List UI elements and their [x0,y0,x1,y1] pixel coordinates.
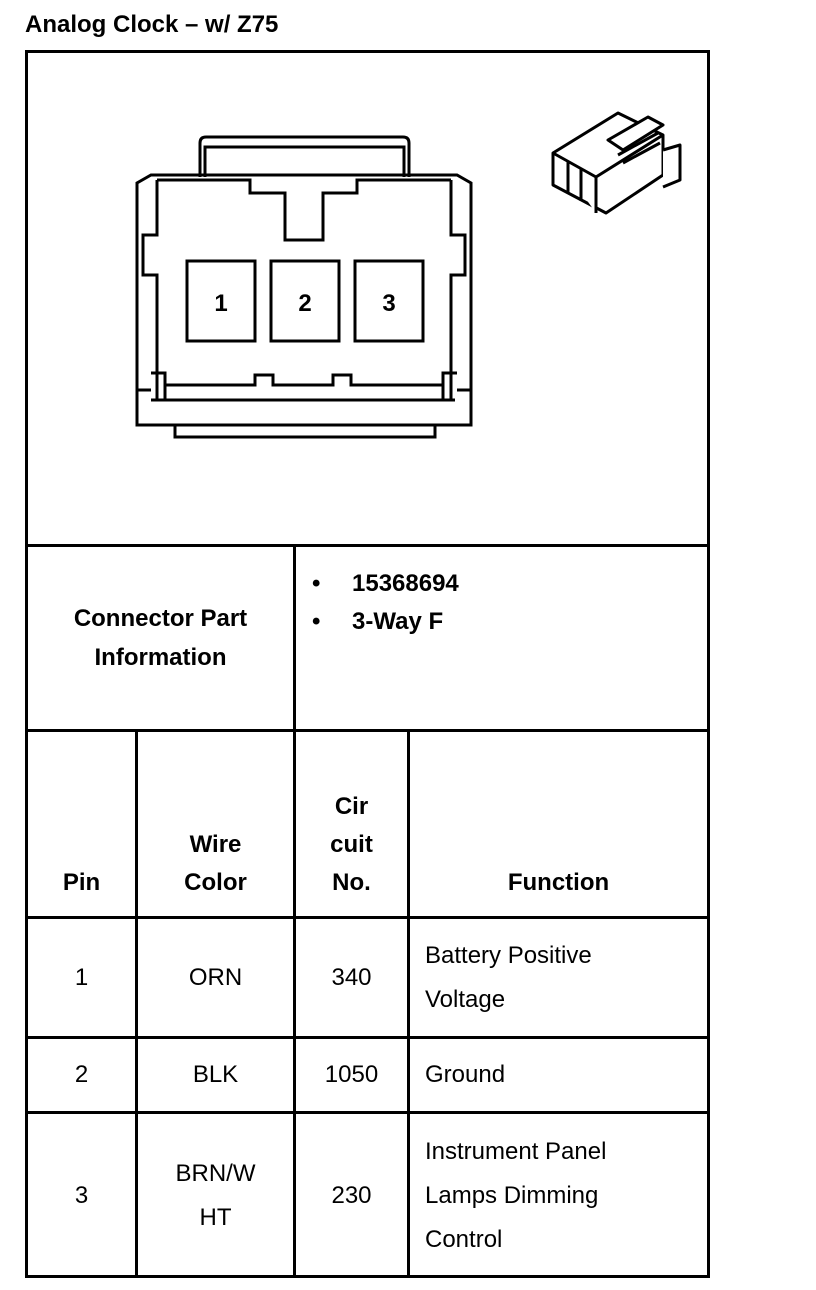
connector-3d-icon [551,111,682,215]
pin-value: 3 [74,1182,89,1209]
function-line: Battery Positive [425,941,592,969]
cavity-label-2: 2 [298,290,311,317]
header-circuit-line1: Cir [334,793,369,820]
circuit-value: 230 [331,1182,372,1209]
table-row-1-wire: ORN [138,919,293,1036]
part-info-label: Connector Part Information [73,605,248,671]
table-row-3-function: Instrument Panel Lamps Dimming Control [410,1114,707,1278]
header-wire-color-line2: Color [184,869,247,896]
table-row-3-pin: 3 [28,1114,135,1278]
wire-color-value: BLK [192,1061,239,1088]
page-title: Analog Clock – w/ Z75 [25,11,279,38]
connector-face-diagram: 1 2 3 [135,135,473,439]
part-info-label-cell: Connector Part Information [28,547,293,729]
wire-color-value: ORN [188,963,243,991]
header-wire-color-line1: Wire [189,831,242,858]
divider-below-diagram [25,544,710,547]
table-row-3-circuit: 230 [296,1114,407,1278]
divider-col-wire [293,729,296,1278]
pin-value: 2 [74,1061,89,1088]
header-circuit-line2: cuit [330,831,373,858]
table-row-2-wire: BLK [138,1039,293,1111]
header-function: Function [507,869,610,896]
function-line: Control [425,1226,503,1253]
connector-type: 3-Way F [352,608,444,635]
function-line: Lamps Dimming [425,1182,599,1209]
wire-color-value: BRN/W [175,1160,256,1187]
divider-below-row-2 [25,1111,710,1114]
cavity-label-3: 3 [382,290,395,317]
wire-color-value-cont: HT [199,1204,232,1231]
circuit-value: 340 [331,963,372,991]
header-wire-color-cell: Wire Color [138,732,293,916]
header-function-cell: Function [410,732,707,916]
header-circuit-cell: Cir cuit No. [296,732,407,916]
table-row-3-wire: BRN/W HT [138,1114,293,1278]
divider-col-pin [135,729,138,1278]
table-row-2-circuit: 1050 [296,1039,407,1111]
connector-table-frame [25,50,710,1278]
divider-below-header [25,916,710,919]
list-item: •3-Way F [312,608,444,635]
part-number: 15368694 [352,570,459,597]
divider-part-info [293,544,296,732]
table-row-1-pin: 1 [28,919,135,1036]
function-line: Ground [425,1061,506,1088]
header-pin-cell: Pin [28,732,135,916]
part-info-list: •15368694 •3-Way F [312,565,459,641]
table-row-2-function: Ground [410,1039,707,1111]
divider-col-circuit [407,729,410,1278]
header-pin: Pin [62,869,101,896]
table-row-1-function: Battery Positive Voltage [410,919,707,1036]
table-row-1-circuit: 340 [296,919,407,1036]
circuit-value: 1050 [324,1061,379,1088]
divider-below-part-info [25,729,710,732]
pin-value: 1 [74,963,89,991]
header-circuit-line3: No. [332,869,371,896]
function-line: Instrument Panel [425,1138,607,1165]
list-item: •15368694 [312,570,459,597]
cavity-label-1: 1 [214,290,227,317]
divider-below-row-1 [25,1036,710,1039]
function-line: Voltage [425,985,506,1013]
table-row-2-pin: 2 [28,1039,135,1111]
